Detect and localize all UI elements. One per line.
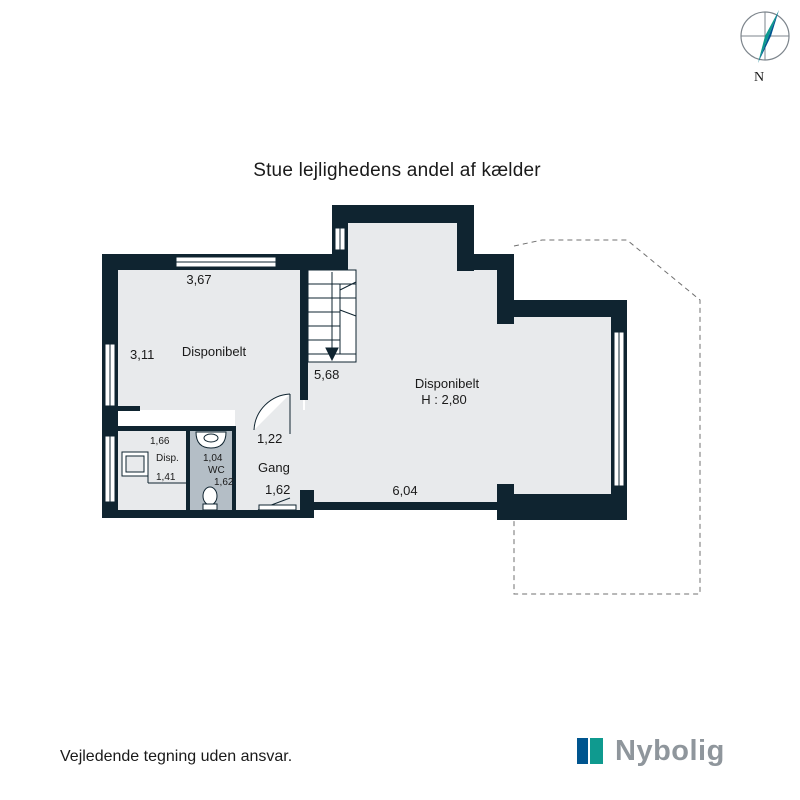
exterior-outline xyxy=(513,239,701,595)
nybolig-logo-text: Nybolig xyxy=(615,735,725,767)
plan-title: Stue lejlighedens andel af kælder xyxy=(253,160,541,181)
main-room-depth: 5,68 xyxy=(314,367,339,382)
staircase xyxy=(307,269,357,363)
windows xyxy=(104,227,625,503)
main-room-name: Disponibelt xyxy=(415,376,480,391)
floors xyxy=(118,222,611,510)
left-room-width: 3,67 xyxy=(186,272,211,287)
disp-name: Disp. xyxy=(156,453,179,464)
doors xyxy=(253,393,297,511)
wc-width: 1,04 xyxy=(203,453,223,464)
left-room-name: Disponibelt xyxy=(182,344,247,359)
nybolig-logo-mark xyxy=(577,738,603,764)
left-room-depth: 3,11 xyxy=(130,347,154,362)
disp-depth: 1,66 xyxy=(150,436,170,447)
main-room-width: 6,04 xyxy=(392,483,417,498)
compass-icon: N xyxy=(740,10,790,85)
sink xyxy=(121,451,186,484)
gang-name: Gang xyxy=(258,460,290,475)
gang-width: 1,62 xyxy=(265,482,290,497)
disclaimer-text: Vejledende tegning uden ansvar. xyxy=(60,748,293,765)
main-room-height: H : 2,80 xyxy=(421,392,467,407)
gang-depth: 1,22 xyxy=(257,431,282,446)
disp-width: 1,41 xyxy=(156,472,176,483)
toilet xyxy=(195,431,227,511)
north-label: N xyxy=(754,70,764,85)
room-labels: 3,67 3,11 Disponibelt 1,66 Disp. 1,41 1,… xyxy=(130,272,480,498)
wc-depth: 1,62 xyxy=(214,477,234,488)
wc-name: WC xyxy=(208,465,225,476)
